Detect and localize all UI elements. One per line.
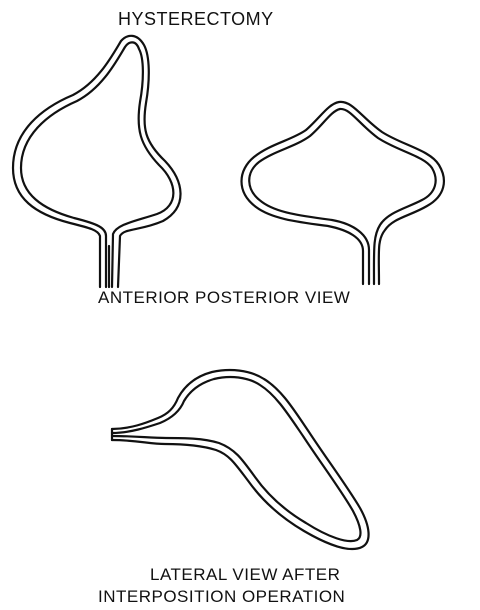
lateral-inner-outline — [112, 377, 360, 541]
posterior-view-figure — [242, 102, 444, 284]
anterior-view-figure — [13, 36, 181, 287]
posterior-inner-outline — [249, 109, 435, 284]
caption-lateral-view-line2: INTERPOSITION OPERATION — [98, 587, 345, 607]
anterior-inner-outline — [21, 42, 173, 287]
caption-lateral-view-line1: LATERAL VIEW AFTER — [150, 565, 340, 585]
caption-anterior-posterior-view: ANTERIOR POSTERIOR VIEW — [98, 288, 350, 308]
lateral-view-figure — [112, 370, 369, 549]
posterior-outer-outline — [242, 102, 444, 284]
